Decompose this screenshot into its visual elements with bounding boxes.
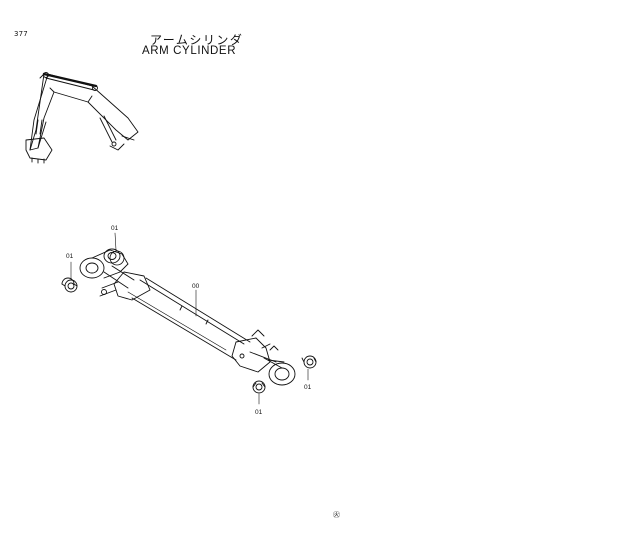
leader-lines (70, 232, 309, 405)
footer-mark: ㊋ (333, 511, 340, 519)
title-japanese: アームシリンダ (150, 33, 244, 47)
callout-bushing-c: 01 (255, 409, 263, 416)
bushing-part-d (301, 355, 317, 369)
bushing-part-c (252, 380, 266, 394)
callout-bushing-a: 01 (66, 253, 74, 260)
callout-bushing-b: 01 (111, 225, 119, 232)
callout-assembly: 00 (192, 283, 200, 290)
title-english: ARM CYLINDER (142, 45, 237, 57)
page-number: 377 (14, 30, 28, 38)
bushing-part-a (61, 277, 78, 293)
excavator-locator-illustration (25, 72, 139, 164)
arm-cylinder-assembly (79, 248, 296, 386)
callout-bushing-d: 01 (304, 384, 312, 391)
bushing-part-b (109, 250, 125, 266)
